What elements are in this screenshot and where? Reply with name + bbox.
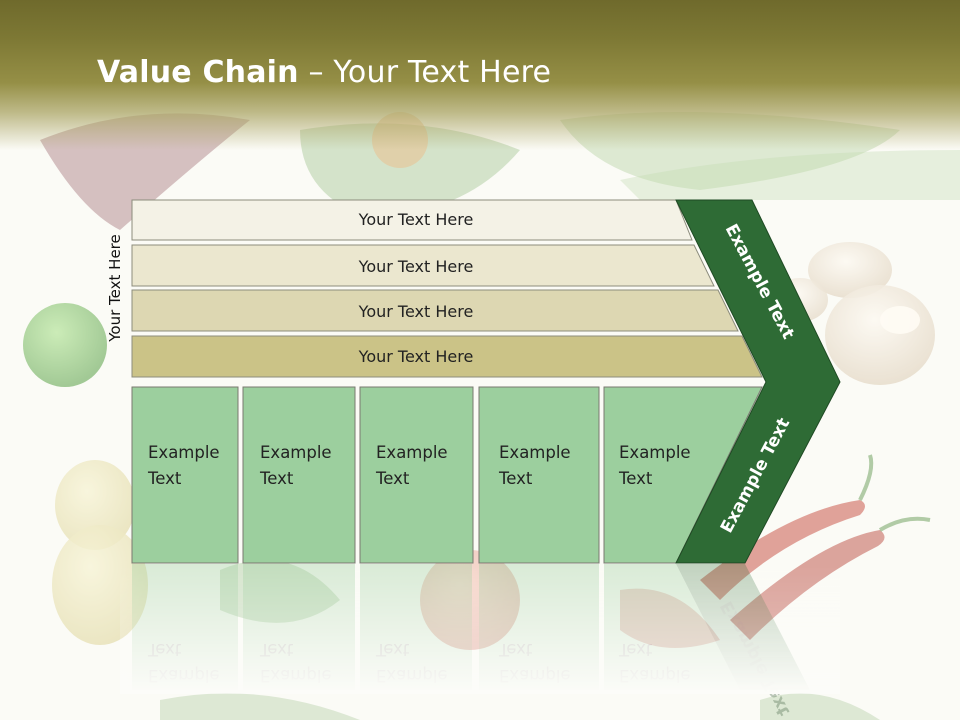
bar-label: Your Text Here [358, 210, 474, 229]
bar-shape [131, 335, 763, 378]
activity-box-line1: Example [148, 443, 220, 462]
title-bold: Value Chain [97, 55, 299, 90]
activity-box-shape [478, 386, 600, 564]
activity-box-line2: Text [147, 469, 182, 488]
activity-box-line2: Text [375, 469, 410, 488]
activity-box[interactable]: Example Text [478, 386, 600, 564]
title-band [0, 0, 960, 150]
activity-box-shape [359, 386, 474, 564]
bar-label: Your Text Here [358, 302, 474, 321]
activity-box[interactable]: Example Text [603, 386, 763, 564]
activity-box-shape [131, 386, 239, 564]
diagram-reflection: Example Text Example Text Example Text E… [120, 564, 840, 719]
bar[interactable]: Your Text Here [131, 289, 739, 332]
bar-label: Your Text Here [358, 347, 474, 366]
bar[interactable]: Your Text Here [131, 199, 693, 241]
activity-box-line1: Example [260, 443, 332, 462]
bar-label: Your Text Here [358, 257, 474, 276]
activity-box[interactable]: Example Text [359, 386, 474, 564]
activity-box[interactable]: Example Text [131, 386, 239, 564]
activity-box-shape [242, 386, 356, 564]
activity-box-line2: Text [618, 469, 653, 488]
bar[interactable]: Your Text Here [131, 244, 715, 287]
bar[interactable]: Your Text Here [131, 335, 763, 378]
margin-chevron[interactable]: Example Text Example Text [675, 199, 841, 564]
activity-box-line2: Text [498, 469, 533, 488]
chevron-shape [675, 199, 841, 564]
activity-box-line1: Example [619, 443, 691, 462]
slide-title: Value Chain – Your Text Here [97, 55, 551, 90]
bar-shape [131, 244, 715, 287]
activity-box-line1: Example [376, 443, 448, 462]
bar-shape [131, 199, 693, 241]
activity-box-line2: Text [259, 469, 294, 488]
title-rest: – Your Text Here [298, 55, 552, 90]
activity-box[interactable]: Example Text [242, 386, 356, 564]
activity-box-line1: Example [499, 443, 571, 462]
bar-shape [131, 289, 739, 332]
